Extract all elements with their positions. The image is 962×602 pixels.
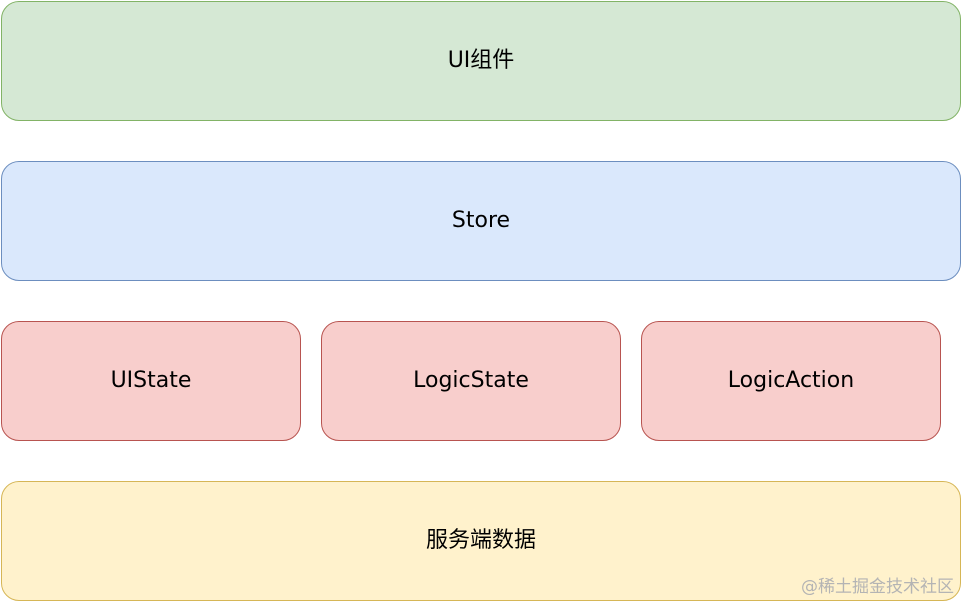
watermark: @稀土掘金技术社区 [801,577,954,597]
server-data-layer: 服务端数据 [1,481,961,601]
ui-component-layer: UI组件 [1,1,961,121]
ui-state-label: UIState [110,368,192,393]
store-layer: Store [1,161,961,281]
logic-action-box: LogicAction [641,321,941,441]
ui-component-label: UI组件 [447,48,515,73]
logic-state-box: LogicState [321,321,621,441]
logic-state-label: LogicState [413,368,529,393]
server-data-label: 服务端数据 [425,528,536,553]
ui-state-box: UIState [1,321,301,441]
store-label: Store [451,208,511,233]
logic-action-label: LogicAction [727,368,855,393]
